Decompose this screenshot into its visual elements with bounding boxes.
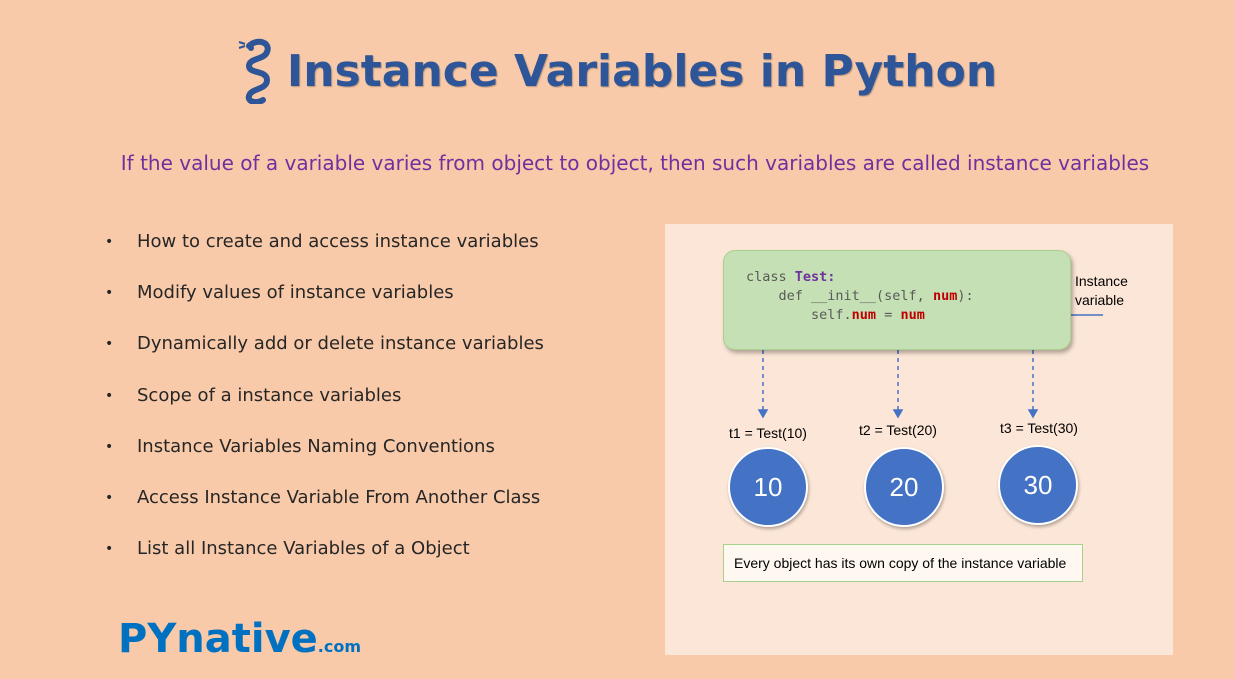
bullet-icon: •	[105, 234, 114, 250]
list-item: •Access Instance Variable From Another C…	[105, 486, 541, 508]
note-box: Every object has its own copy of the ins…	[723, 544, 1083, 582]
bullet-icon: •	[105, 489, 114, 506]
python-snake-icon	[238, 38, 271, 104]
page-title: Instance Variables in Python	[286, 45, 998, 97]
list-item: •Instance Variables Naming Conventions	[105, 435, 495, 457]
code-box: class Test: def __init__(self, num): sel…	[723, 250, 1071, 350]
list-item: •Scope of a instance variables	[105, 384, 402, 406]
bullet-icon: •	[105, 336, 114, 353]
arrow-head-t3	[1027, 409, 1039, 419]
topic-list: •How to create and access instance varia…	[105, 230, 544, 588]
object-circle-t3: 30	[998, 445, 1078, 525]
diagram-panel: class Test: def __init__(self, num): sel…	[665, 224, 1173, 655]
list-item: •Dynamically add or delete instance vari…	[105, 333, 544, 355]
object-label-t1: t1 = Test(10)	[729, 425, 807, 441]
arrow-head-t2	[892, 409, 904, 419]
bullet-icon: •	[105, 438, 114, 455]
bullet-icon: •	[105, 387, 114, 404]
list-item: •List all Instance Variables of a Object	[105, 538, 470, 560]
subtitle: If the value of a variable varies from o…	[120, 151, 1150, 175]
code-snippet: class Test: def __init__(self, num): sel…	[746, 269, 974, 323]
list-item: •How to create and access instance varia…	[105, 231, 539, 252]
bullet-icon: •	[105, 285, 114, 302]
bullet-icon: •	[105, 541, 114, 558]
object-circle-t1: 10	[728, 447, 808, 527]
instance-variable-annotation: Instance variable	[1075, 273, 1128, 308]
list-item: •Modify values of instance variables	[105, 282, 454, 304]
object-label-t2: t2 = Test(20)	[859, 422, 937, 438]
arrow-head-t1	[757, 409, 769, 419]
object-circle-t2: 20	[864, 447, 944, 527]
header: Instance Variables in Python	[0, 38, 1234, 104]
object-label-t3: t3 = Test(30)	[1000, 420, 1078, 436]
brand-logo: PYnative.com	[118, 616, 362, 662]
